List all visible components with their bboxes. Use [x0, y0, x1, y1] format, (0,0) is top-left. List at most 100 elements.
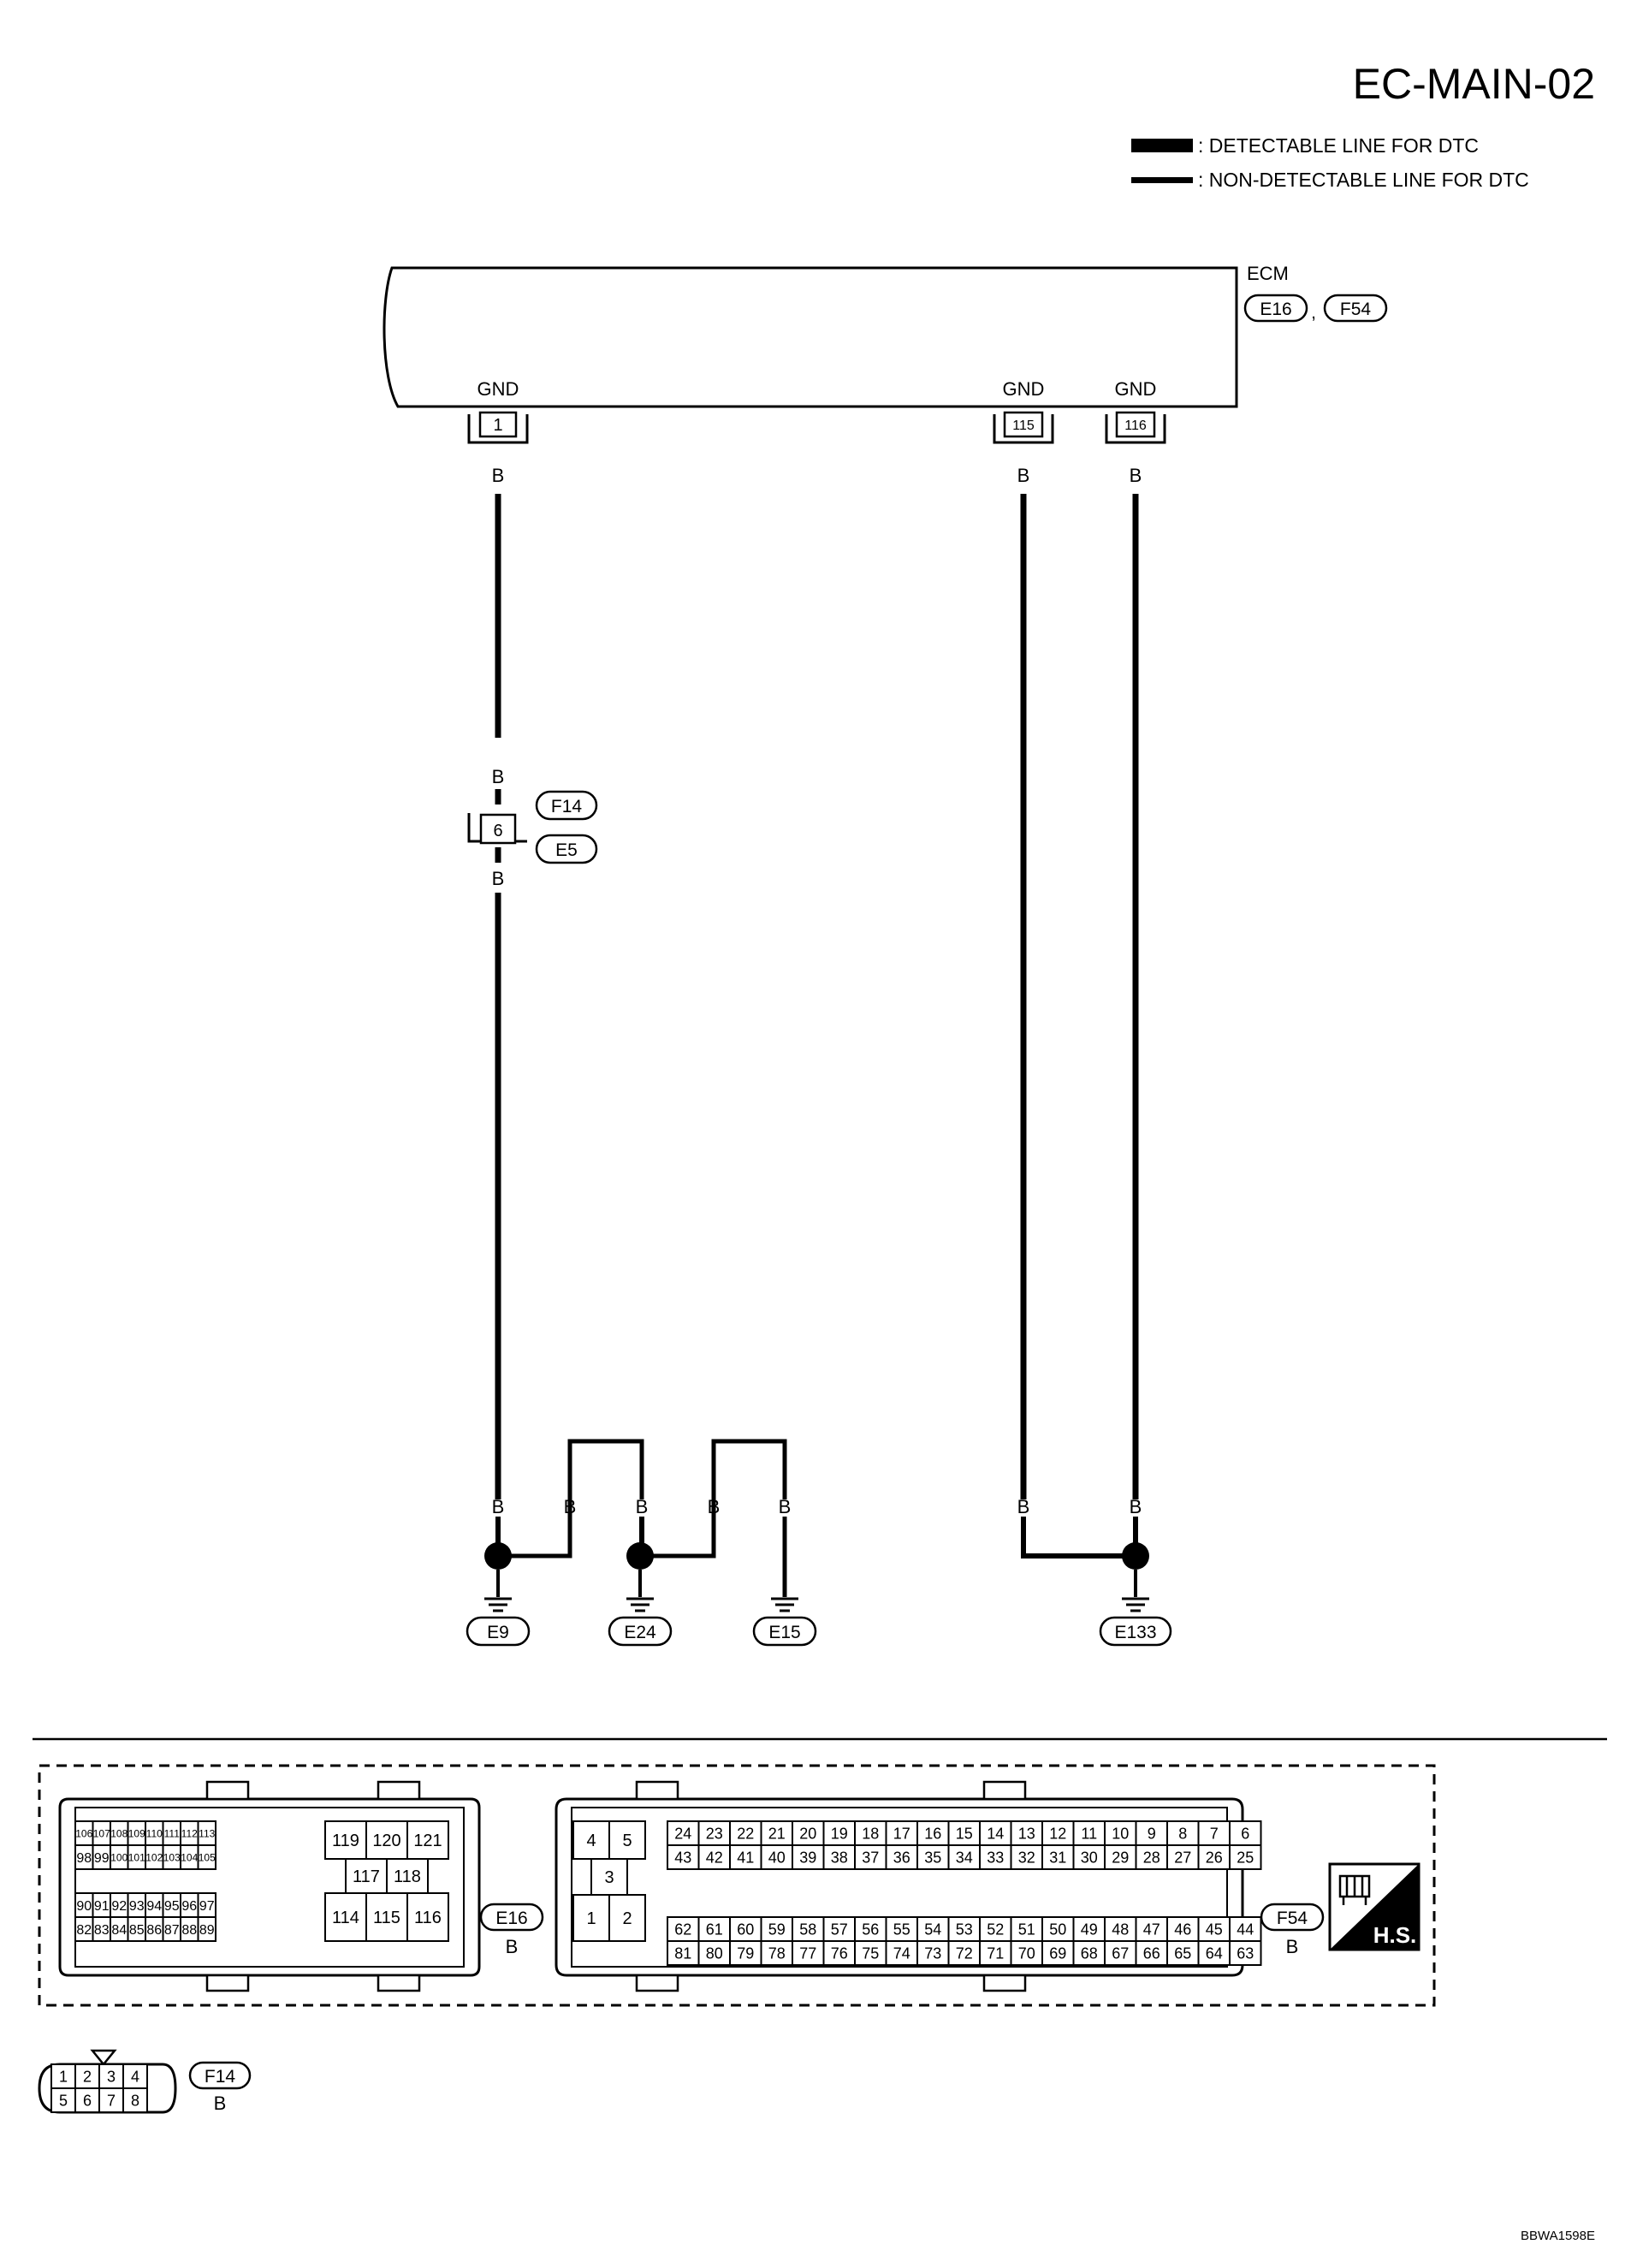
connector-pin-cell: 1 [50, 2063, 76, 2089]
pin-number: 11 [1081, 1825, 1097, 1842]
pin-number: 19 [831, 1825, 848, 1842]
connector-pin-cell: 14 [979, 1820, 1012, 1846]
pin-number: 120 [372, 1832, 400, 1850]
pin-number: 77 [799, 1944, 816, 1962]
pin-number: 93 [129, 1899, 145, 1914]
connector-pin-cell: 6 [1229, 1820, 1262, 1846]
pin-number: 114 [332, 1909, 359, 1927]
ecm-terminal-115: GND 115 [993, 378, 1054, 444]
pin-number: 33 [987, 1849, 1004, 1866]
pin-number: 80 [706, 1944, 723, 1962]
connector-f14-color: B [214, 2093, 227, 2114]
pin-number: 94 [146, 1899, 162, 1914]
pin-number: 52 [987, 1921, 1004, 1938]
pin-number: 14 [987, 1825, 1004, 1842]
pin-number: 104 [181, 1851, 198, 1863]
connector-f54-color: B [1286, 1936, 1299, 1957]
ground-label: E24 [624, 1623, 656, 1642]
pin-number: 23 [706, 1825, 723, 1842]
pin-number: 57 [831, 1921, 848, 1938]
connector-pin-cell: 43 [667, 1844, 700, 1870]
pin-number: 43 [674, 1849, 691, 1866]
pin-number: 6 [83, 2092, 92, 2109]
connector-pin-cell: 60 [729, 1916, 762, 1942]
pin-number: 81 [674, 1944, 691, 1962]
pin-number: 103 [163, 1851, 181, 1863]
pin-number: 75 [862, 1944, 879, 1962]
connector-f54-tag [1260, 1903, 1325, 1932]
pin-number: 39 [799, 1849, 816, 1866]
connector-pin-cell: 93 [127, 1892, 146, 1918]
pin-number: 83 [94, 1923, 110, 1938]
pin-number: 58 [799, 1921, 816, 1938]
pin-number: 111 [164, 1827, 181, 1839]
pin-number: 99 [94, 1851, 110, 1866]
pin-number: 96 [181, 1899, 197, 1914]
pin-number: 64 [1206, 1944, 1223, 1962]
pin-number: 35 [924, 1849, 941, 1866]
pin-number: 100 [110, 1851, 128, 1863]
connector-pin-cell: 87 [162, 1916, 181, 1942]
pin-number: 27 [1174, 1849, 1191, 1866]
pin-number: 7 [1210, 1825, 1219, 1842]
joint-connector-top: F14 [551, 797, 583, 816]
pin-number: 63 [1237, 1944, 1254, 1962]
pin-number: 10 [1112, 1825, 1129, 1842]
pin-number: 8 [1178, 1825, 1187, 1842]
connector-pin-cell: 24 [667, 1820, 700, 1846]
pin-number: 37 [862, 1849, 879, 1866]
pin-number: 38 [831, 1849, 848, 1866]
terminal-gnd-label: GND [477, 378, 519, 400]
connector-e16-tag [479, 1903, 544, 1932]
terminal-pin: 116 [1124, 419, 1147, 433]
connector-pin-cell: 97 [197, 1892, 216, 1918]
pin-number: 106 [75, 1827, 92, 1839]
connector-pin-cell: 3 [98, 2063, 124, 2089]
pin-number: 82 [76, 1923, 92, 1938]
connector-pin-cell: 110 [145, 1820, 164, 1846]
pin-number: 115 [373, 1909, 400, 1927]
connector-pin-cell: 95 [162, 1892, 181, 1918]
connector-pin-cell: 62 [667, 1916, 700, 1942]
connector-pin-cell: 42 [697, 1844, 731, 1870]
connector-pin-cell: 48 [1104, 1916, 1137, 1942]
connector-pin-cell: 64 [1197, 1940, 1231, 1966]
pin-number: 91 [94, 1899, 110, 1914]
pin-number: 102 [145, 1851, 163, 1863]
connector-pin-cell: 85 [127, 1916, 146, 1942]
pin-number: 87 [164, 1923, 180, 1938]
connector-pin-cell: 40 [760, 1844, 793, 1870]
pin-number: 4 [131, 2068, 139, 2085]
ecm-connector-1: E16 [1260, 300, 1291, 319]
pin-number: 49 [1081, 1921, 1098, 1938]
connector-pin-cell: 100 [110, 1844, 129, 1870]
connector-f14-tag [188, 2061, 252, 2090]
connector-pin-cell: 3 [590, 1858, 628, 1896]
connector-pin-cell: 31 [1041, 1844, 1075, 1870]
terminal-pin: 115 [1012, 419, 1035, 433]
connector-pin-cell: 57 [822, 1916, 856, 1942]
figure-code: BBWA1598E [1521, 2229, 1595, 2243]
connector-view-frame [38, 1764, 1436, 2007]
connector-pin-cell: 36 [885, 1844, 918, 1870]
ground-label: E9 [487, 1623, 509, 1642]
pin-number: 5 [59, 2092, 68, 2109]
pin-number: 42 [706, 1849, 723, 1866]
connector-pin-cell: 113 [197, 1820, 216, 1846]
connector-pin-cell: 115 [365, 1892, 408, 1942]
connector-pin-cell: 30 [1072, 1844, 1106, 1870]
connector-pin-cell: 7 [1197, 1820, 1231, 1846]
wires [495, 494, 1139, 1597]
pin-number: 17 [893, 1825, 910, 1842]
connector-pin-cell: 53 [947, 1916, 981, 1942]
pin-number: 79 [737, 1944, 754, 1962]
wire-color-label: B [1130, 465, 1142, 486]
detectable-line-swatch [1131, 139, 1193, 152]
pin-number: 46 [1174, 1921, 1191, 1938]
connector-pin-cell: 19 [822, 1820, 856, 1846]
joint-pin: 6 [493, 822, 502, 840]
pin-number: 31 [1049, 1849, 1066, 1866]
connector-pin-cell: 70 [1010, 1940, 1043, 1966]
